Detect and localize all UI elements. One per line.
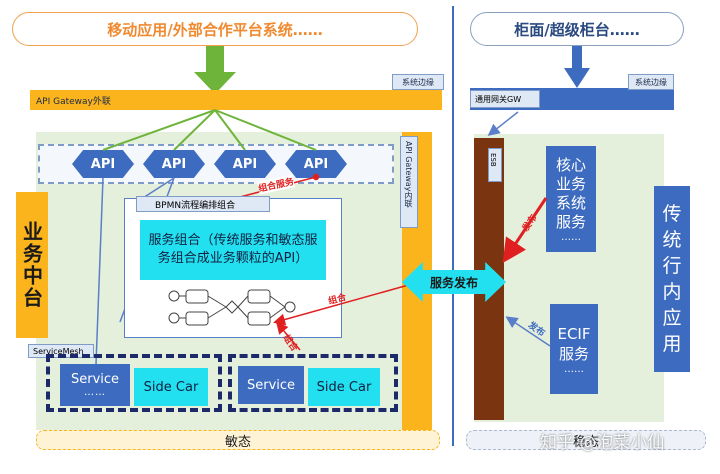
middle-platform-box: 业务中台 — [16, 192, 48, 338]
esb-label: ESB — [489, 153, 497, 167]
service-box-2[interactable]: Service — [238, 366, 304, 404]
system-edge-tag-right: 系统边缘 — [628, 74, 674, 90]
watermark-text: 知乎 @泡菜小仙 — [540, 433, 665, 453]
counter-apps-pill: 柜面/超级柜台…… — [470, 12, 684, 46]
api-hex-3[interactable]: API — [214, 150, 276, 178]
bpmn-title: BPMN流程编排组合 — [155, 200, 236, 211]
ecif-service-dots: …… — [564, 363, 584, 375]
api-gateway-outer-label: API Gateway外联 — [36, 97, 111, 107]
api-hex-1[interactable]: API — [72, 150, 134, 178]
mobile-apps-pill: 移动应用/外部合作平台系统…… — [12, 12, 418, 46]
blue-down-arrow-icon — [564, 46, 590, 88]
watermark: 知乎 @泡菜小仙 — [540, 428, 664, 453]
divider-line — [452, 6, 454, 446]
api-hex-2[interactable]: API — [143, 150, 205, 178]
stable-bar: 稳态 — [466, 430, 706, 450]
api-gateway-inner-tag: API Gateway内联 — [400, 136, 418, 228]
sidecar-box-1[interactable]: Side Car — [134, 368, 208, 406]
core-service-box[interactable]: 核心业务系统服务 …… — [546, 146, 596, 252]
service-mesh-label: ServiceMesh — [33, 346, 84, 356]
service-mesh-group-2 — [228, 354, 398, 412]
api-label-1: API — [90, 156, 116, 172]
mobile-apps-label: 移动应用/外部合作平台系统…… — [107, 20, 323, 39]
agile-bar: 敏态 — [36, 430, 440, 450]
general-gateway-label: 通用网关GW — [475, 94, 522, 104]
general-gateway-tag: 通用网关GW — [470, 90, 540, 108]
system-edge-label-right: 系统边缘 — [635, 77, 667, 87]
ecif-service-box[interactable]: ECIF服务 …… — [550, 304, 598, 394]
agile-label: 敏态 — [224, 434, 251, 450]
api-label-3: API — [232, 156, 258, 172]
api-hex-4[interactable]: API — [285, 150, 347, 178]
api-gateway-outer-bar: API Gateway外联 — [30, 90, 442, 110]
api-gateway-inner-label: API Gateway内联 — [404, 141, 413, 208]
green-down-arrow-icon — [194, 46, 236, 94]
service-combo-text: 服务组合（传统服务和敏态服务组合成业务颗粒的API） — [148, 233, 318, 266]
core-service-dots: …… — [561, 231, 581, 243]
service-mesh-group-1 — [46, 354, 222, 412]
service-publish-label: 服务发布 — [429, 275, 478, 290]
service-combo-box: 服务组合（传统服务和敏态服务组合成业务颗粒的API） — [140, 220, 326, 280]
traditional-apps-label: 传统行内应用 — [662, 203, 682, 355]
service-box-1[interactable]: Service …… — [60, 364, 130, 406]
counter-apps-label: 柜面/超级柜台…… — [514, 20, 640, 39]
system-edge-label-left: 系统边缘 — [402, 77, 434, 87]
stable-label: 稳态 — [572, 434, 599, 450]
esb-tag: ESB — [488, 148, 502, 182]
api-label-2: API — [161, 156, 187, 172]
api-label-4: API — [303, 156, 329, 172]
service-label-2: Service — [246, 377, 296, 393]
traditional-apps-box: 传统行内应用 — [654, 186, 690, 372]
service-label-1: Service — [70, 372, 120, 387]
middle-platform-label: 业务中台 — [19, 221, 44, 309]
ecif-service-label: ECIF服务 — [557, 324, 591, 363]
core-service-label: 核心业务系统服务 — [555, 155, 586, 231]
sidecar-label-1: Side Car — [143, 379, 199, 395]
bpmn-title-tab: BPMN流程编排组合 — [136, 196, 270, 212]
system-edge-tag-left: 系统边缘 — [392, 74, 444, 90]
service-dots-1: …… — [84, 387, 106, 398]
bpmn-flow-diagram — [168, 289, 296, 326]
sidecar-label-2: Side Car — [316, 379, 372, 395]
sidecar-box-2[interactable]: Side Car — [308, 368, 380, 406]
